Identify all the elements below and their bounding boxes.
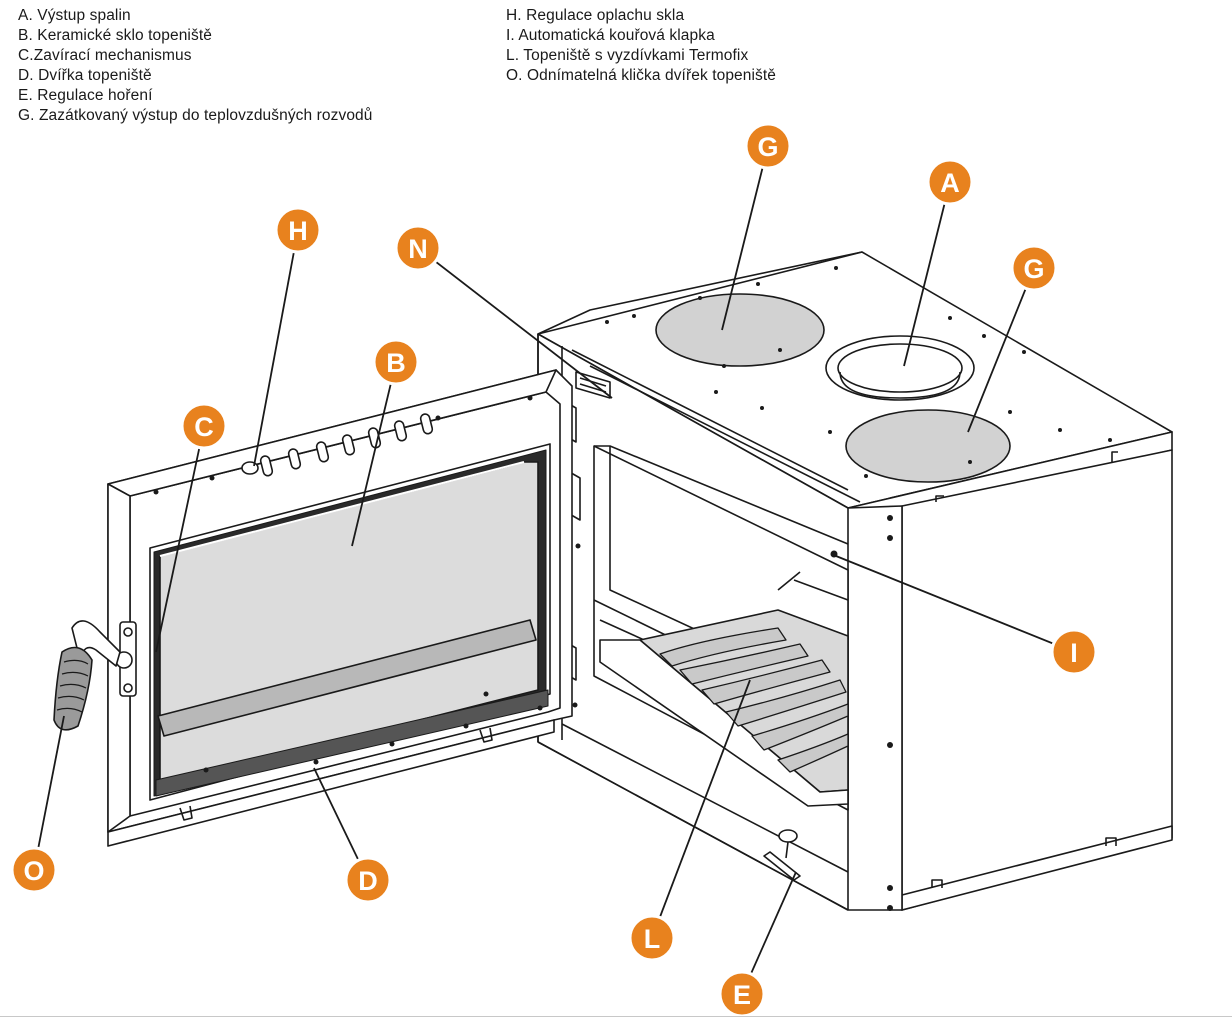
legend-item-h: H. Regulace oplachu skla	[506, 7, 685, 24]
callouts: A B C D E G G H	[10, 122, 1098, 1016]
callout-b: B	[372, 338, 420, 386]
leader-g1	[721, 145, 769, 331]
callout-g-back: G	[744, 122, 792, 170]
plate-g-front	[845, 409, 1011, 483]
top-rail-1	[537, 251, 863, 335]
leader-lines	[33, 145, 1075, 995]
callout-g-front: G	[1010, 244, 1058, 292]
front-frame-bottom	[537, 741, 849, 911]
legend-item-a: A. Výstup spalin	[18, 7, 131, 24]
callout-h: H	[274, 206, 322, 254]
door-bolts	[153, 395, 543, 773]
svg-text:G: G	[757, 132, 778, 162]
firebox-back-slope	[793, 579, 849, 601]
leader-g2	[967, 267, 1035, 433]
svg-text:E: E	[733, 980, 751, 1010]
svg-text:O: O	[23, 856, 44, 886]
callout-n: N	[394, 224, 442, 272]
bottom-rule	[0, 1016, 1232, 1017]
leader-l	[651, 679, 751, 939]
svg-text:H: H	[288, 216, 308, 246]
bottom-clip-1	[931, 879, 943, 888]
stove-body	[537, 251, 1173, 911]
top-rail-3	[589, 365, 861, 503]
leader-n	[417, 247, 613, 399]
legend-item-b: B. Keramické sklo topeniště	[18, 27, 212, 44]
side-clip	[1111, 451, 1118, 462]
svg-text:D: D	[358, 866, 378, 896]
legend-item-i: I. Automatická kouřová klapka	[506, 27, 715, 44]
rail-bracket	[575, 371, 611, 399]
callout-e: E	[718, 970, 766, 1016]
glass-deflector	[157, 619, 537, 737]
callout-c: C	[180, 402, 228, 450]
glass-rinse-slots	[259, 413, 434, 477]
svg-text:I: I	[1070, 638, 1078, 668]
leader-o	[33, 715, 65, 871]
leader-c	[155, 425, 205, 653]
bottom-clip-2	[1105, 837, 1117, 846]
callout-a: A	[926, 158, 974, 206]
callout-i: I	[1050, 628, 1098, 676]
rinse-control-knob	[241, 461, 259, 475]
callout-d: D	[344, 856, 392, 904]
svg-text:N: N	[408, 234, 428, 264]
firebox-door	[107, 369, 573, 847]
legend-item-c: C.Zavírací mechanismus	[18, 47, 192, 64]
leader-a	[903, 181, 951, 367]
grate-ribs	[659, 627, 849, 773]
leader-b	[351, 361, 397, 547]
flue-outlet-inner	[837, 343, 963, 393]
door-bottom-tab-2	[479, 727, 493, 743]
svg-text:L: L	[644, 924, 661, 954]
callout-o: O	[10, 846, 58, 894]
door-bottom-rail	[107, 719, 555, 847]
svg-text:B: B	[386, 348, 406, 378]
svg-text:A: A	[940, 168, 960, 198]
removable-door-handle	[53, 620, 121, 731]
plate-g-back	[655, 293, 825, 367]
callout-l: L	[628, 914, 676, 962]
door-bottom-tab-1	[179, 805, 193, 821]
leader-i	[835, 555, 1075, 653]
svg-text:G: G	[1023, 254, 1044, 284]
top-rail-2	[571, 349, 849, 491]
top-clip	[935, 495, 944, 502]
legend-item-o: O. Odnímatelná klička dvířek topeniště	[506, 67, 777, 84]
leader-h	[253, 229, 299, 467]
combustion-control-lever	[763, 829, 801, 881]
legend-item-g: G. Zazátkovaný výstup do teplovzdušných …	[18, 107, 373, 124]
door-bottom-grill	[155, 689, 549, 797]
svg-text:C: C	[194, 412, 214, 442]
legend-left: A. Výstup spalin B. Keramické sklo topen…	[18, 6, 373, 126]
legend-item-e: E. Regulace hoření	[18, 87, 153, 104]
legend-right: H. Regulace oplachu skla I. Automatická …	[506, 6, 776, 86]
legend-item-l: L. Topeniště s vyzdívkami Termofix	[506, 47, 749, 64]
stove-bolts	[572, 266, 1112, 911]
flue-outlet-wall	[839, 371, 961, 399]
legend-item-d: D. Dvířka topeniště	[18, 67, 152, 84]
firebox-back-slope-2	[777, 571, 801, 591]
